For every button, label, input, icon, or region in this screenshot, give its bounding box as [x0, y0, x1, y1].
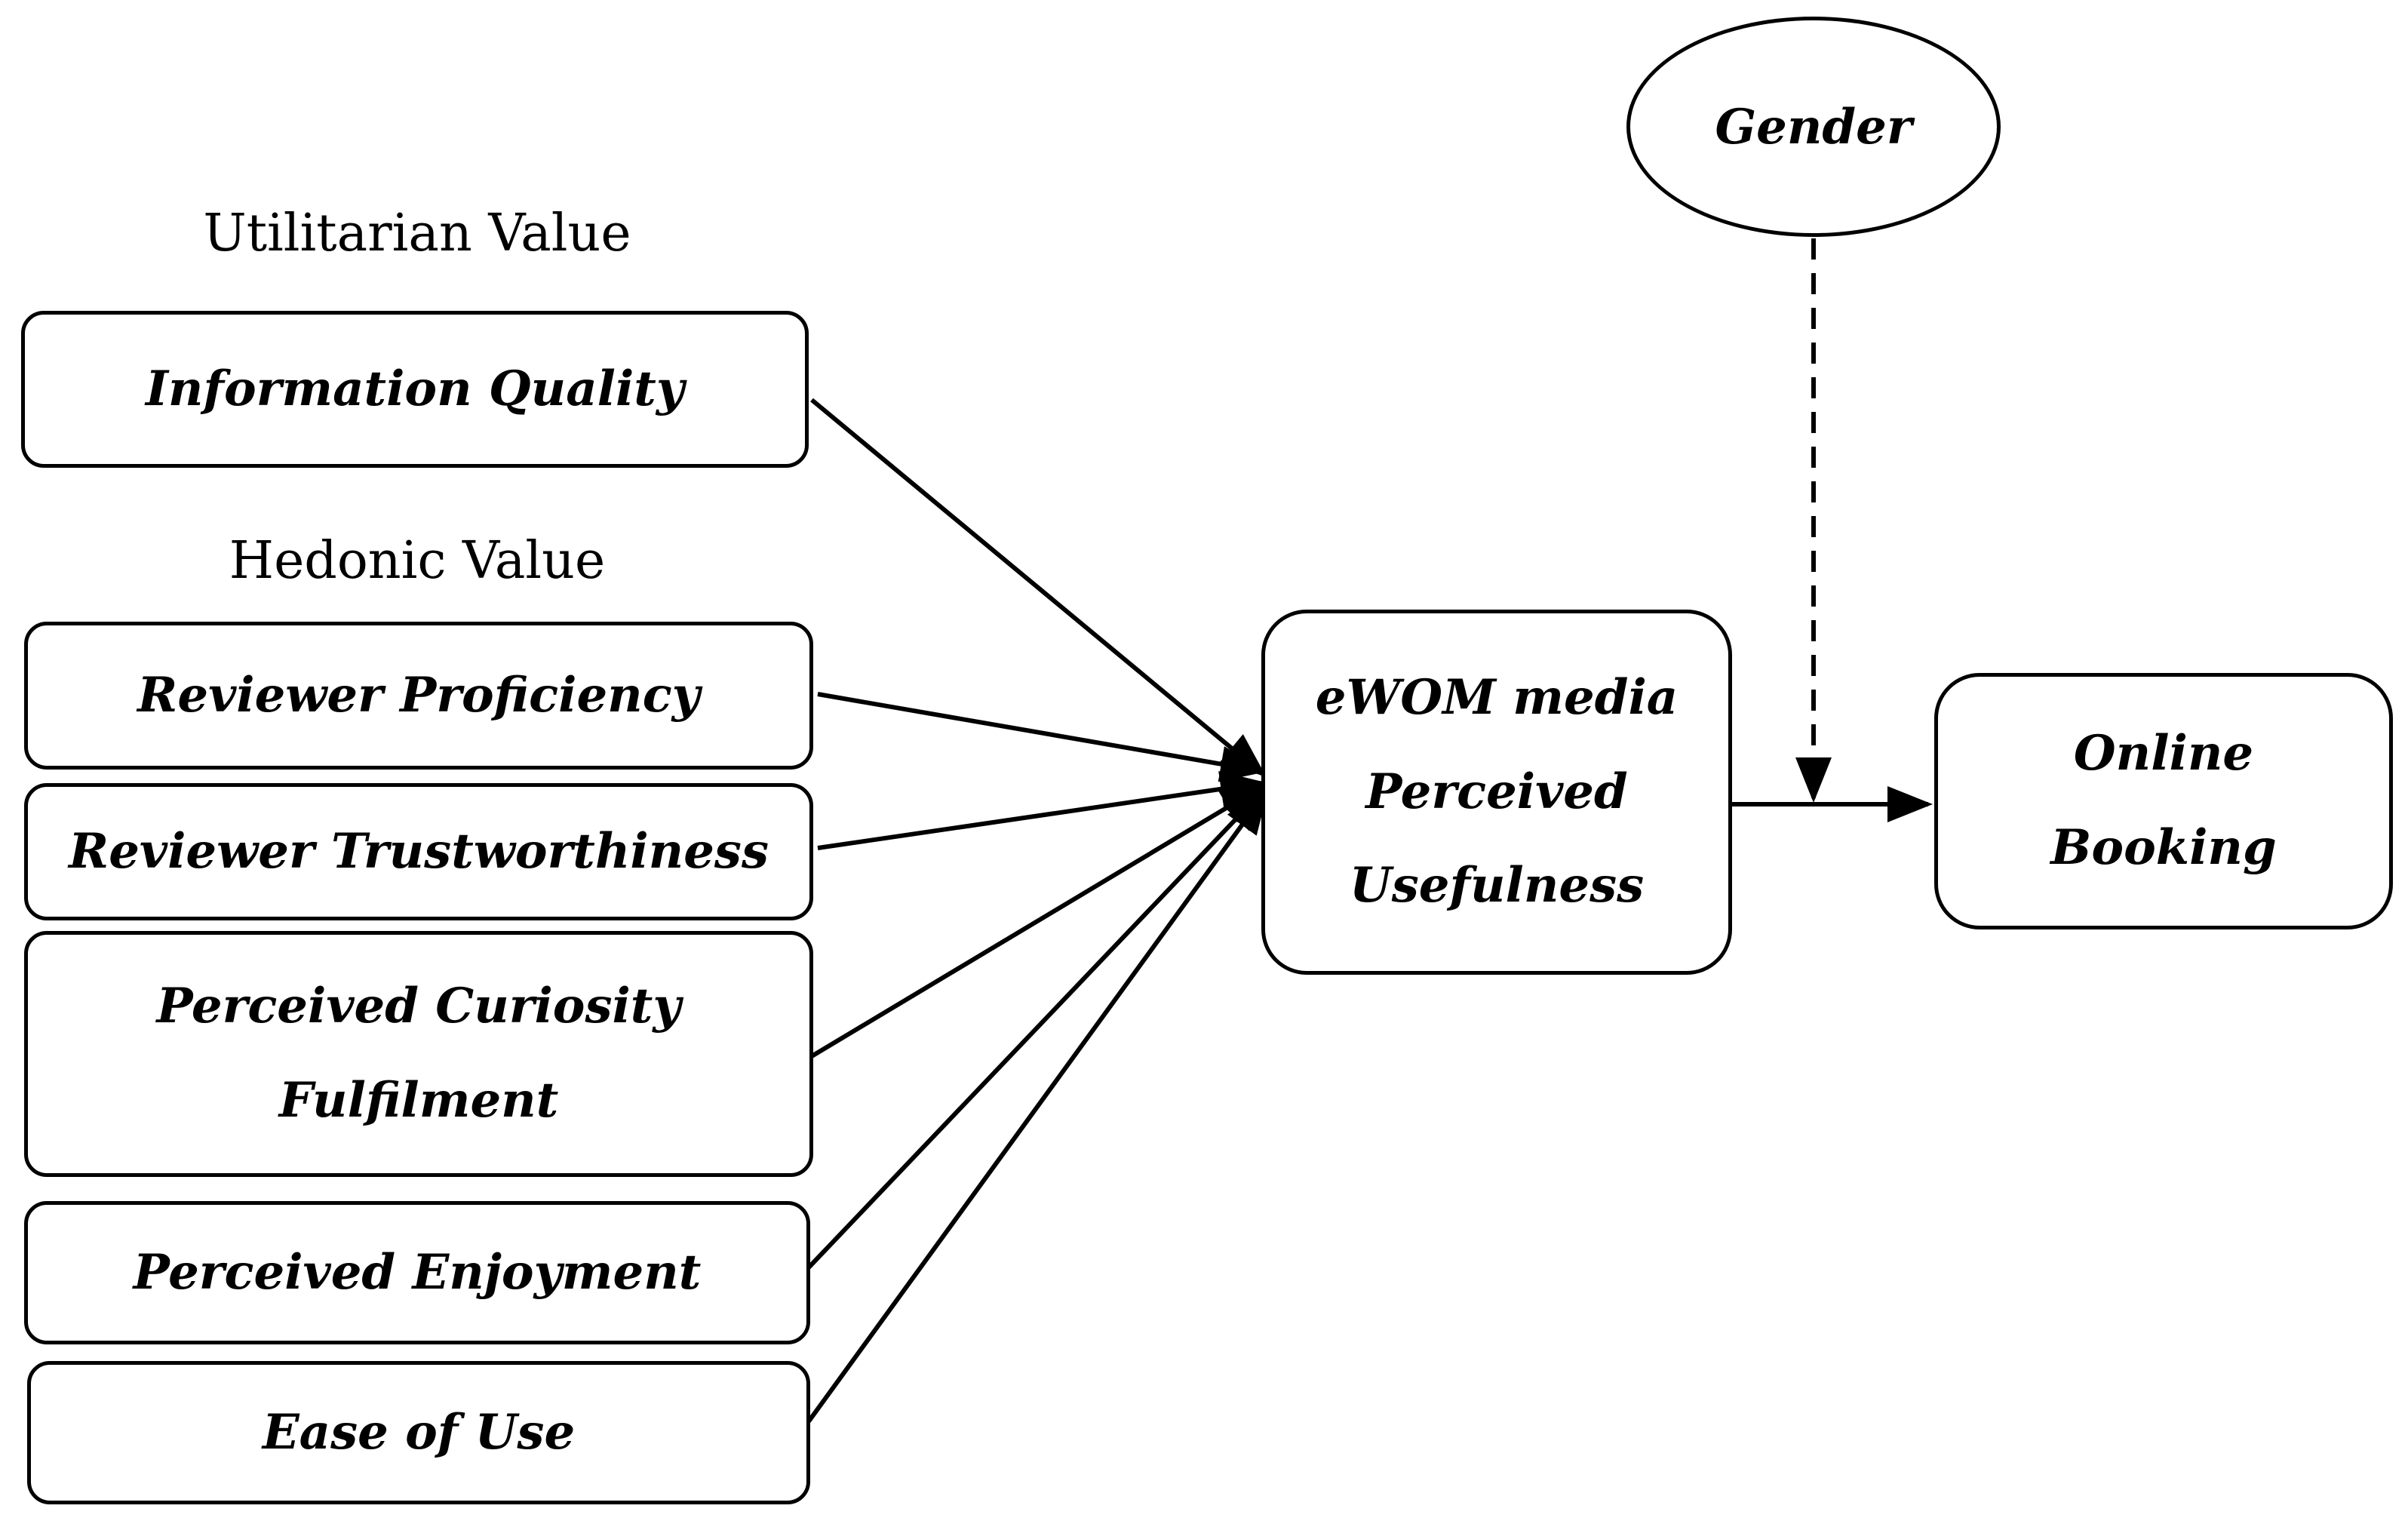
online-booking-label-line2: Booking	[2050, 819, 2277, 876]
arrow-information-quality-to-usefulness	[810, 398, 1267, 777]
perceived-curiosity-fulfilment-box: Perceived Curiosity Fulfilment	[24, 931, 813, 1177]
arrow-perceived-enjoyment-to-usefulness	[806, 785, 1268, 1270]
perceived-usefulness-label-line2: Perceived	[1365, 763, 1628, 820]
arrow-reviewer-trustworthiness-to-usefulness	[817, 771, 1266, 850]
gender-ellipse: Gender	[1626, 17, 2001, 237]
reviewer-proficiency-box: Reviewer Proficiency	[24, 622, 813, 770]
perceived-curiosity-label-line2: Fulfilment	[278, 1072, 559, 1129]
hedonic-value-label: Hedonic Value	[229, 531, 606, 591]
arrow-perceived-curiosity-to-usefulness	[810, 783, 1267, 1058]
reviewer-trustworthiness-box: Reviewer Trustworthiness	[24, 783, 813, 920]
online-booking-label-line1: Online	[2073, 725, 2254, 782]
ease-of-use-box: Ease of Use	[27, 1361, 810, 1504]
arrow-ease-of-use-to-usefulness	[806, 788, 1269, 1423]
ease-of-use-label: Ease of Use	[262, 1403, 576, 1461]
information-quality-box: Information Quality	[21, 311, 809, 468]
perceived-usefulness-label-line1: eWOM media	[1315, 668, 1679, 726]
reviewer-proficiency-label: Reviewer Proficiency	[137, 666, 700, 724]
online-booking-box: Online Booking	[1934, 673, 2393, 929]
arrow-reviewer-proficiency-to-usefulness	[817, 692, 1266, 782]
perceived-enjoyment-label: Perceived Enjoyment	[133, 1243, 702, 1301]
perceived-enjoyment-box: Perceived Enjoyment	[24, 1201, 810, 1344]
information-quality-label: Information Quality	[145, 360, 685, 417]
perceived-curiosity-label-line1: Perceived Curiosity	[156, 978, 681, 1035]
perceived-usefulness-box: eWOM media Perceived Usefulness	[1261, 610, 1732, 975]
gender-label: Gender	[1715, 98, 1912, 155]
utilitarian-value-label: Utilitarian Value	[203, 204, 631, 263]
reviewer-trustworthiness-label: Reviewer Trustworthiness	[69, 822, 769, 880]
perceived-usefulness-label-line3: Usefulness	[1349, 857, 1645, 914]
